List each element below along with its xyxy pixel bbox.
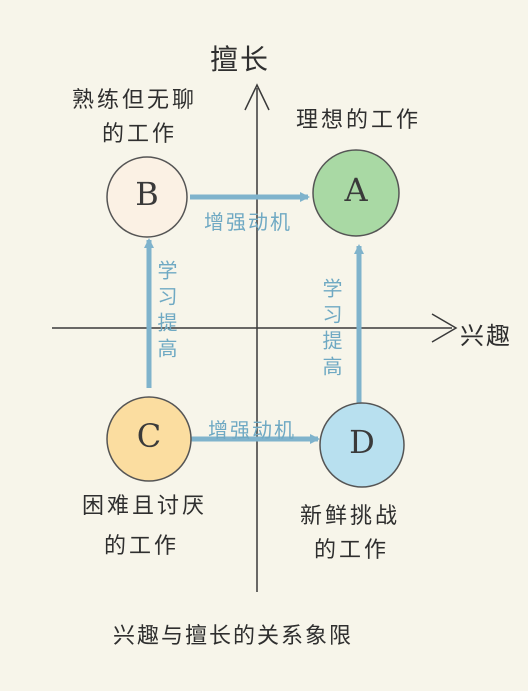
quadrant-a-label: 理想的工作 <box>296 108 422 133</box>
quadrant-b-label: 熟练但无聊 的工作 <box>72 84 232 152</box>
node-a-letter: A <box>344 171 368 209</box>
quadrant-c-label: 困难且讨厌 的工作 <box>82 490 242 564</box>
quadrant-b-line2: 的工作 <box>102 122 178 147</box>
arrow-right-label: 学习提高 <box>319 278 343 382</box>
quadrant-d-label: 新鲜挑战 的工作 <box>300 500 460 568</box>
quadrant-b-line1: 熟练但无聊 <box>72 88 198 113</box>
node-b-letter: B <box>135 175 159 213</box>
node-b-circle <box>106 156 188 238</box>
quadrant-d-line2: 的工作 <box>314 538 390 563</box>
arrow-bottom-label: 增强动机 <box>208 418 296 442</box>
quadrant-c-line1: 困难且讨厌 <box>82 494 208 519</box>
x-axis-label: 兴趣 <box>460 322 512 350</box>
y-axis-arrowhead <box>244 83 270 111</box>
node-a-circle <box>312 149 400 237</box>
quadrant-c-line2: 的工作 <box>104 534 180 559</box>
arrow-top-label: 增强动机 <box>204 210 292 234</box>
node-d-circle <box>319 402 405 488</box>
node-d-letter: D <box>349 423 375 461</box>
diagram-caption: 兴趣与擅长的关系象限 <box>113 624 354 649</box>
node-c-circle <box>106 396 192 482</box>
quadrant-d-line1: 新鲜挑战 <box>300 504 401 529</box>
node-c-letter: C <box>136 417 162 455</box>
y-axis-label: 擅长 <box>210 43 271 76</box>
arrow-left-label: 学习提高 <box>154 260 178 364</box>
x-axis-arrowhead <box>431 313 458 343</box>
